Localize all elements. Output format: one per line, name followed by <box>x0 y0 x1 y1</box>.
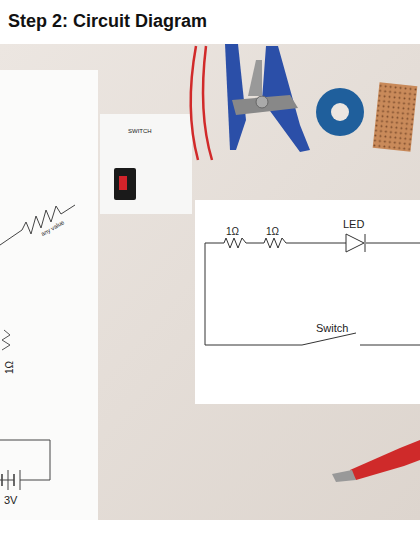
resistor-value: 1Ω <box>226 226 239 237</box>
led-label: LED <box>343 218 364 230</box>
battery-voltage: 3V <box>4 494 17 506</box>
handwritten-label: SWITCH <box>128 128 152 135</box>
switch-label: Switch <box>316 322 348 334</box>
resistor-value: 1Ω <box>266 226 279 237</box>
page-title: Step 2: Circuit Diagram <box>8 11 207 32</box>
handwritten-value: 1Ω <box>4 361 15 374</box>
